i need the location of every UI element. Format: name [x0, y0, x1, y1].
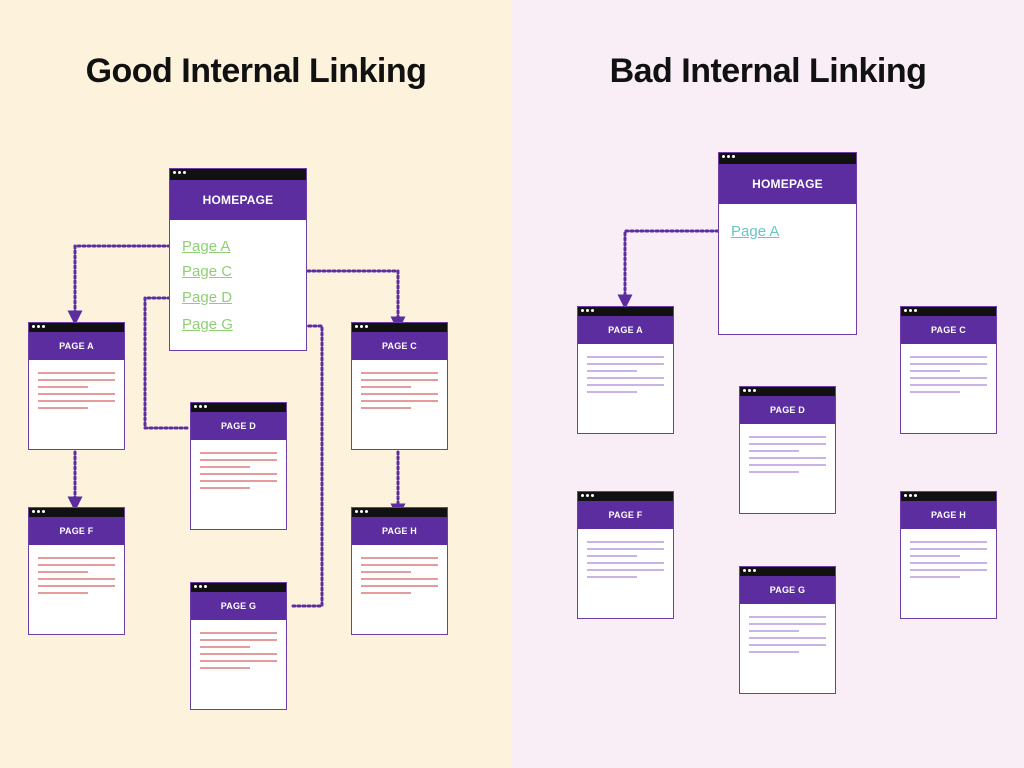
- bad-linking-title: Bad Internal Linking: [609, 52, 927, 90]
- good-page-g-window: PAGE G: [190, 582, 287, 710]
- content-lines: [352, 360, 447, 409]
- window-dots-icon: [355, 325, 368, 330]
- good-page-a-window: PAGE A: [28, 322, 125, 450]
- good-page-c-header: PAGE C: [352, 332, 447, 360]
- good-page-f-window: PAGE F: [28, 507, 125, 635]
- window-dots-icon: [743, 389, 756, 394]
- content-lines: [29, 545, 124, 594]
- window-dots-icon: [581, 494, 594, 499]
- bad-page-c-header: PAGE C: [901, 316, 996, 344]
- good-page-h-window: PAGE H: [351, 507, 448, 635]
- good-link-page-a[interactable]: Page A: [182, 238, 231, 255]
- bad-homepage-window: HOMEPAGE: [718, 152, 857, 335]
- window-dots-icon: [904, 309, 917, 314]
- window-dots-icon: [355, 510, 368, 515]
- good-homepage-window: HOMEPAGE: [169, 168, 307, 351]
- content-lines: [578, 344, 673, 393]
- window-dots-icon: [904, 494, 917, 499]
- window-dots-icon: [194, 405, 207, 410]
- window-dots-icon: [173, 171, 186, 176]
- content-lines: [901, 529, 996, 578]
- window-dots-icon: [32, 510, 45, 515]
- good-link-page-d[interactable]: Page D: [182, 289, 233, 306]
- bad-homepage-header: HOMEPAGE: [719, 164, 856, 204]
- content-lines: [740, 424, 835, 473]
- window-dots-icon: [722, 155, 735, 160]
- content-lines: [191, 440, 286, 489]
- good-page-h-header: PAGE H: [352, 517, 447, 545]
- bad-page-f-window: PAGE F: [577, 491, 674, 619]
- window-dots-icon: [581, 309, 594, 314]
- good-page-c-window: PAGE C: [351, 322, 448, 450]
- bad-link-page-a[interactable]: Page A: [731, 223, 780, 240]
- bad-page-g-window: PAGE G: [739, 566, 836, 694]
- bad-page-g-header: PAGE G: [740, 576, 835, 604]
- bad-page-d-header: PAGE D: [740, 396, 835, 424]
- window-dots-icon: [194, 585, 207, 590]
- good-link-page-g[interactable]: Page G: [182, 316, 233, 333]
- content-lines: [578, 529, 673, 578]
- bad-page-h-window: PAGE H: [900, 491, 997, 619]
- good-link-page-c[interactable]: Page C: [182, 263, 233, 280]
- good-homepage-header: HOMEPAGE: [170, 180, 306, 220]
- bad-page-d-window: PAGE D: [739, 386, 836, 514]
- bad-page-a-window: PAGE A: [577, 306, 674, 434]
- good-page-g-header: PAGE G: [191, 592, 286, 620]
- content-lines: [191, 620, 286, 669]
- content-lines: [901, 344, 996, 393]
- good-page-f-header: PAGE F: [29, 517, 124, 545]
- bad-page-h-header: PAGE H: [901, 501, 996, 529]
- window-dots-icon: [743, 569, 756, 574]
- good-page-a-header: PAGE A: [29, 332, 124, 360]
- good-linking-title: Good Internal Linking: [85, 52, 427, 90]
- content-lines: [29, 360, 124, 409]
- window-dots-icon: [32, 325, 45, 330]
- content-lines: [352, 545, 447, 594]
- bad-page-a-header: PAGE A: [578, 316, 673, 344]
- content-lines: [740, 604, 835, 653]
- bad-page-f-header: PAGE F: [578, 501, 673, 529]
- bad-page-c-window: PAGE C: [900, 306, 997, 434]
- good-page-d-header: PAGE D: [191, 412, 286, 440]
- good-page-d-window: PAGE D: [190, 402, 287, 530]
